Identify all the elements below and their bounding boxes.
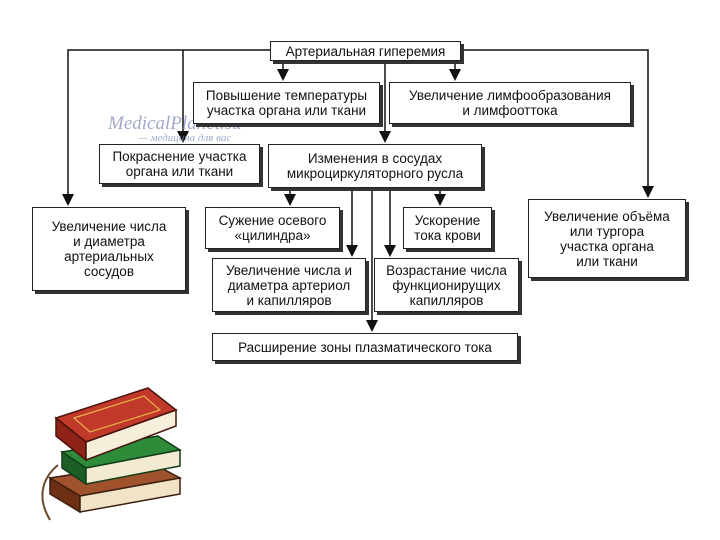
watermark-tagline: — медицина для вас <box>138 132 232 144</box>
box-microcirculation-changes: Изменения в сосудах микроциркуляторного … <box>268 144 482 188</box>
box-functioning-capillaries: Возрастание числа функционирущих капилля… <box>374 258 519 312</box>
box-temperature-increase-text: Повышение температуры участка органа или… <box>205 88 368 118</box>
box-arterial-vessels: Увеличение числа и диаметра артериальных… <box>32 207 186 291</box>
box-blood-flow: Ускорение тока крови <box>403 207 492 249</box>
books-illustration <box>41 387 183 521</box>
box-axial-cylinder: Сужение осевого «цилиндра» <box>205 207 340 249</box>
box-lymph-formation: Увеличение лимфообразования и лимфоотток… <box>389 82 631 124</box>
box-plasma-zone: Расширение зоны плазматического тока <box>212 333 518 361</box>
box-redness-text: Покраснение участка органа или ткани <box>112 149 247 179</box>
box-volume-turgor: Увеличение объёма или тургора участка ор… <box>528 199 686 278</box>
box-redness: Покраснение участка органа или ткани <box>99 144 260 184</box>
box-lymph-formation-text: Увеличение лимфообразования и лимфоотток… <box>409 88 611 118</box>
box-axial-cylinder-text: Сужение осевого «цилиндра» <box>218 213 327 243</box>
box-arterial-hyperemia: Артериальная гиперемия <box>270 41 461 61</box>
box-plasma-zone-text: Расширение зоны плазматического тока <box>238 339 492 355</box>
box-arterioles-text: Увеличение числа и диаметра артериол и к… <box>225 262 353 308</box>
box-blood-flow-text: Ускорение тока крови <box>414 213 481 243</box>
box-temperature-increase: Повышение температуры участка органа или… <box>193 82 380 124</box>
box-volume-turgor-text: Увеличение объёма или тургора участка ор… <box>544 208 670 269</box>
box-microcirculation-changes-text: Изменения в сосудах микроциркуляторного … <box>286 151 464 181</box>
box-arterial-hyperemia-text: Артериальная гиперемия <box>285 43 446 59</box>
box-arterial-vessels-text: Увеличение числа и диаметра артериальных… <box>51 219 167 279</box>
box-arterioles: Увеличение числа и диаметра артериол и к… <box>212 258 366 312</box>
box-functioning-capillaries-text: Возрастание числа функционирущих капилля… <box>386 262 507 308</box>
